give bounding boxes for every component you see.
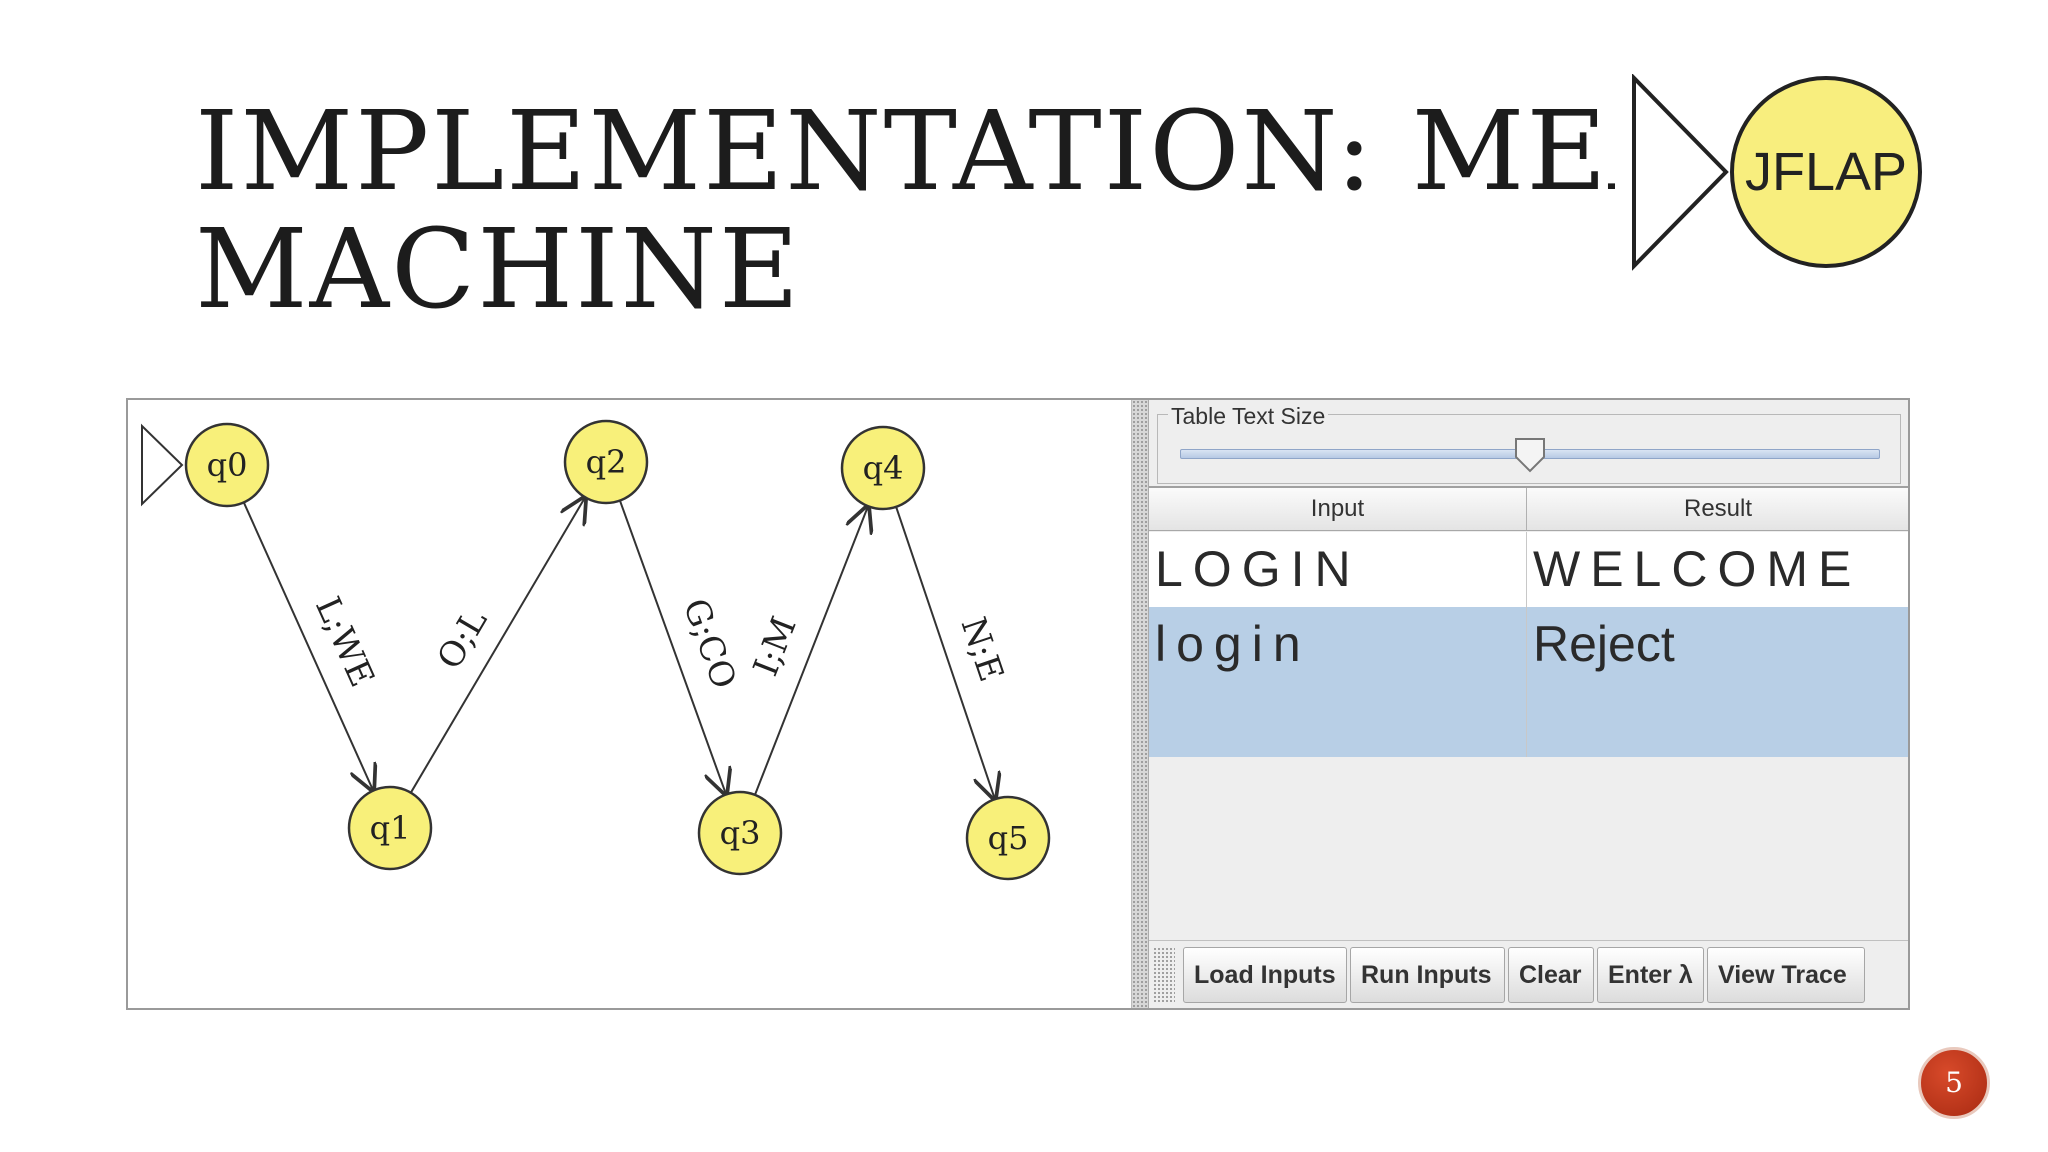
input-cell[interactable]: login bbox=[1149, 607, 1527, 682]
state-label: q1 bbox=[370, 809, 411, 847]
slide-title: IMPLEMENTATION: MEALY MACHINE bbox=[195, 92, 1615, 332]
logo-text: JFLAP bbox=[1745, 142, 1907, 202]
clear-button[interactable]: Clear bbox=[1508, 947, 1594, 1003]
result-cell: Reject bbox=[1527, 607, 1908, 682]
state-q2[interactable] bbox=[563, 419, 649, 505]
input-cell[interactable] bbox=[1149, 682, 1527, 757]
transition-label: N;E bbox=[953, 612, 1012, 686]
state-label: q2 bbox=[586, 443, 627, 481]
toolbar-grip[interactable] bbox=[1153, 947, 1175, 1003]
table-row[interactable]: LOGIN WELCOME bbox=[1149, 532, 1908, 607]
table-row[interactable]: login Reject bbox=[1149, 607, 1908, 682]
table-text-size-label: Table Text Size bbox=[1168, 403, 1329, 430]
input-cell[interactable]: LOGIN bbox=[1149, 532, 1527, 607]
state-label: q3 bbox=[720, 814, 761, 852]
transition-arrow-q1-q2[interactable] bbox=[409, 497, 585, 794]
jflap-logo: JFLAP bbox=[1632, 74, 1922, 271]
transition-arrow-q3-q4[interactable] bbox=[754, 506, 868, 796]
logo-triangle bbox=[1632, 74, 1729, 271]
view-trace-button[interactable]: View Trace bbox=[1707, 947, 1865, 1003]
enter-lambda-button[interactable]: Enter λ bbox=[1597, 947, 1704, 1003]
logo-circle bbox=[1730, 76, 1922, 268]
split-pane-divider[interactable] bbox=[1131, 400, 1149, 1008]
table-header: Input Result bbox=[1149, 488, 1908, 531]
transition-label: I;M bbox=[746, 611, 805, 681]
transition-arrow-q4-q5[interactable] bbox=[895, 506, 995, 799]
transition-label: L;WE bbox=[307, 591, 382, 693]
state-label: q4 bbox=[863, 449, 904, 487]
table-text-size-group: Table Text Size bbox=[1157, 403, 1901, 484]
slide-title-line-2: MACHINE bbox=[195, 205, 802, 332]
state-q0[interactable] bbox=[184, 422, 270, 508]
run-inputs-button[interactable]: Run Inputs bbox=[1350, 947, 1505, 1003]
input-panel: Table Text Size Input Result LOGIN WELCO… bbox=[1149, 400, 1908, 1008]
slide-title-line-1: IMPLEMENTATION: MEALY bbox=[195, 92, 1615, 215]
load-inputs-button[interactable]: Load Inputs bbox=[1183, 947, 1347, 1003]
state-q1[interactable] bbox=[347, 785, 433, 871]
text-size-slider-thumb[interactable] bbox=[1514, 437, 1546, 473]
state-q5[interactable] bbox=[965, 795, 1051, 881]
column-header-input[interactable]: Input bbox=[1149, 488, 1527, 530]
state-q4[interactable] bbox=[840, 425, 926, 511]
results-table: Input Result LOGIN WELCOME login Reject bbox=[1149, 486, 1908, 938]
initial-state-marker bbox=[141, 423, 184, 507]
result-cell: WELCOME bbox=[1527, 532, 1908, 607]
column-header-result[interactable]: Result bbox=[1527, 488, 1908, 530]
state-q3[interactable] bbox=[697, 790, 783, 876]
button-bar: Load Inputs Run Inputs Clear Enter λ Vie… bbox=[1149, 940, 1908, 1008]
state-label: q5 bbox=[988, 819, 1029, 857]
result-cell bbox=[1527, 682, 1908, 757]
page-number-badge: 5 bbox=[1918, 1047, 1990, 1119]
transition-arrow-q2-q3[interactable] bbox=[618, 500, 726, 795]
table-row[interactable] bbox=[1149, 682, 1908, 757]
state-label: q0 bbox=[207, 446, 248, 484]
transition-arrow-q0-q1[interactable] bbox=[242, 501, 373, 790]
